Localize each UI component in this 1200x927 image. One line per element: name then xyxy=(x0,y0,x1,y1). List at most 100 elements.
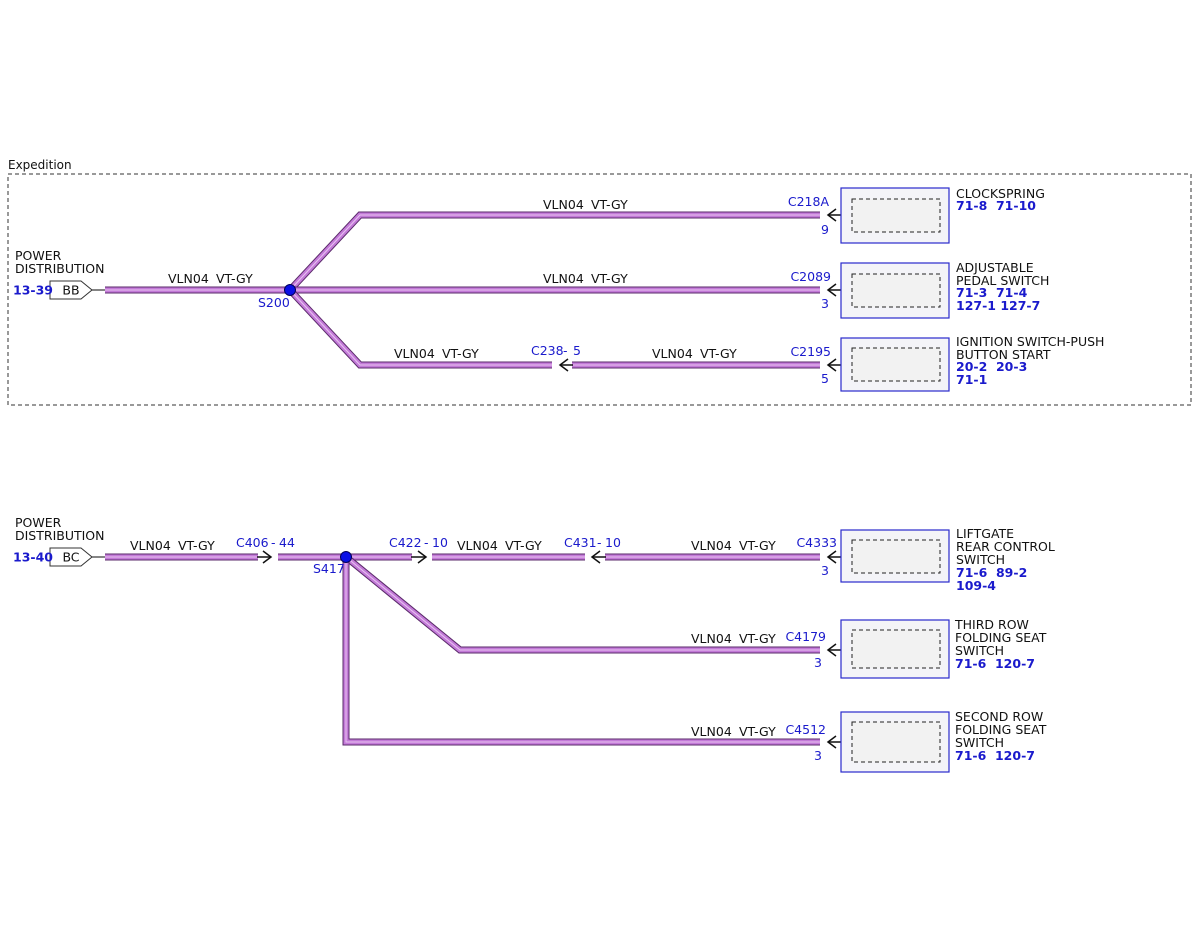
wire-color-label: VT-GY xyxy=(591,197,628,212)
inline-connector-dash: - xyxy=(597,535,602,550)
component-name: BUTTON START xyxy=(956,347,1051,362)
connector-pin: 5 xyxy=(821,371,829,386)
component-liftgate-rear-control-switch: C4333 3 LIFTGATE REAR CONTROL SWITCH 71-… xyxy=(796,526,1054,593)
component-inner-box xyxy=(851,721,941,763)
circuit-label: VLN04 xyxy=(543,271,584,286)
component-name: PEDAL SWITCH xyxy=(956,273,1049,288)
connector-label: C218A xyxy=(788,194,830,209)
wire-s417-to-third-row-switch xyxy=(343,554,820,654)
component-inner-box xyxy=(851,629,941,669)
splice-label: S200 xyxy=(258,295,290,310)
component-page-ref: 71-6 120-7 xyxy=(955,656,1035,671)
wire-stripe xyxy=(289,214,820,291)
component-page-ref: 127-1 127-7 xyxy=(956,298,1040,313)
diagram-2: BC POWER DISTRIBUTION 13-40 S417 C406 - … xyxy=(13,515,1055,773)
wire-color-label: VT-GY xyxy=(739,724,776,739)
frame-title: Expedition xyxy=(8,158,72,172)
component-name: LIFTGATE xyxy=(956,526,1014,541)
wire-color-label: VT-GY xyxy=(739,538,776,553)
circuit-label: VLN04 xyxy=(691,631,732,646)
connector-label: C4179 xyxy=(785,629,826,644)
splice-label: S417 xyxy=(313,561,345,576)
component-page-ref: 71-8 71-10 xyxy=(956,198,1036,213)
source-name-line1: POWER xyxy=(15,515,62,530)
component-adjustable-pedal-switch: C2089 3 ADJUSTABLE PEDAL SWITCH 71-3 71-… xyxy=(790,260,1049,319)
component-name: ADJUSTABLE xyxy=(956,260,1034,275)
source-connector-bb: BB xyxy=(49,280,105,300)
wire-stripe xyxy=(345,557,820,743)
inline-connector-c406: C406 - 44 xyxy=(236,535,295,564)
circuit-label: VLN04 xyxy=(543,197,584,212)
component-name: SECOND ROW xyxy=(955,709,1043,724)
inline-connector-dash: - xyxy=(271,535,276,550)
wire-s200-to-c238 xyxy=(287,287,552,369)
wire-stripe xyxy=(345,556,820,651)
connector-pin: 3 xyxy=(821,296,829,311)
wire-labels-1: VLN04 VT-GY VLN04 VT-GY VLN04 VT-GY VLN0… xyxy=(168,197,737,361)
inline-connector-pin: 10 xyxy=(605,535,621,550)
source-pin-label: BC xyxy=(62,550,79,565)
component-name: FOLDING SEAT xyxy=(955,722,1047,737)
component-inner-box xyxy=(851,347,941,382)
component-page-ref: 71-6 89-2 xyxy=(956,565,1027,580)
wire-s417-to-second-row-switch xyxy=(342,557,820,746)
wire-color-label: VT-GY xyxy=(442,346,479,361)
inline-connector-dash: - xyxy=(424,535,429,550)
connector-label: C2089 xyxy=(790,269,831,284)
wire-color-label: VT-GY xyxy=(700,346,737,361)
frame-border xyxy=(7,173,1192,406)
component-name: FOLDING SEAT xyxy=(955,630,1047,645)
wire-bundle-1 xyxy=(105,211,820,369)
component-clockspring: C218A 9 CLOCKSPRING 71-8 71-10 xyxy=(788,186,1045,244)
connector-pin: 3 xyxy=(814,655,822,670)
component-second-row-folding-seat-switch: C4512 3 SECOND ROW FOLDING SEAT SWITCH 7… xyxy=(785,709,1047,773)
circuit-label: VLN04 xyxy=(394,346,435,361)
component-page-ref: 20-2 20-3 xyxy=(956,359,1027,374)
connector-pin: 9 xyxy=(821,222,829,237)
component-page-ref: 71-6 120-7 xyxy=(955,748,1035,763)
component-name: SWITCH xyxy=(955,735,1004,750)
component-inner-box xyxy=(851,273,941,308)
source-name-line2: DISTRIBUTION xyxy=(15,528,105,543)
connector-pin: 3 xyxy=(814,748,822,763)
wire-stripe xyxy=(289,289,552,366)
source-pin-label: BB xyxy=(62,283,79,298)
component-third-row-folding-seat-switch: C4179 3 THIRD ROW FOLDING SEAT SWITCH 71… xyxy=(785,617,1047,679)
component-name: SWITCH xyxy=(955,643,1004,658)
connector-pin: 3 xyxy=(821,563,829,578)
inline-connector-dash: - xyxy=(563,343,568,358)
circuit-label: VLN04 xyxy=(691,538,732,553)
inline-connector-label: C238 xyxy=(531,343,564,358)
inline-connector-pin: 44 xyxy=(279,535,295,550)
component-name: THIRD ROW xyxy=(954,617,1029,632)
connector-label: C4333 xyxy=(796,535,837,550)
inline-connector-c422: C422 - 10 xyxy=(389,535,448,564)
source-page-ref: 13-40 xyxy=(13,550,53,565)
source-page-ref: 13-39 xyxy=(13,283,53,298)
source-name-line2: DISTRIBUTION xyxy=(15,261,105,276)
wire-color-label: VT-GY xyxy=(739,631,776,646)
component-page-ref: 71-3 71-4 xyxy=(956,285,1028,300)
circuit-label: VLN04 xyxy=(652,346,693,361)
component-page-ref: 71-1 xyxy=(956,372,987,387)
component-inner-box xyxy=(851,539,941,574)
connector-label: C2195 xyxy=(790,344,831,359)
connector-shape xyxy=(49,280,93,300)
splice-point xyxy=(340,551,352,563)
circuit-label: VLN04 xyxy=(130,538,171,553)
wire-color-label: VT-GY xyxy=(178,538,215,553)
component-name: REAR CONTROL xyxy=(956,539,1055,554)
component-page-ref: 109-4 xyxy=(956,578,996,593)
source-name-line1: POWER xyxy=(15,248,62,263)
inline-connector-label: C422 xyxy=(389,535,422,550)
inline-connector-label: C431 xyxy=(564,535,597,550)
wire-color-label: VT-GY xyxy=(216,271,253,286)
circuit-label: VLN04 xyxy=(168,271,209,286)
component-ignition-switch: C2195 5 IGNITION SWITCH-PUSH BUTTON STAR… xyxy=(790,334,1104,392)
inline-connector-pin: 5 xyxy=(573,343,581,358)
inline-connector-c238: C238 - 5 xyxy=(531,343,581,372)
connector-label: C4512 xyxy=(785,722,826,737)
component-name: CLOCKSPRING xyxy=(956,186,1045,201)
wire-color-label: VT-GY xyxy=(505,538,542,553)
